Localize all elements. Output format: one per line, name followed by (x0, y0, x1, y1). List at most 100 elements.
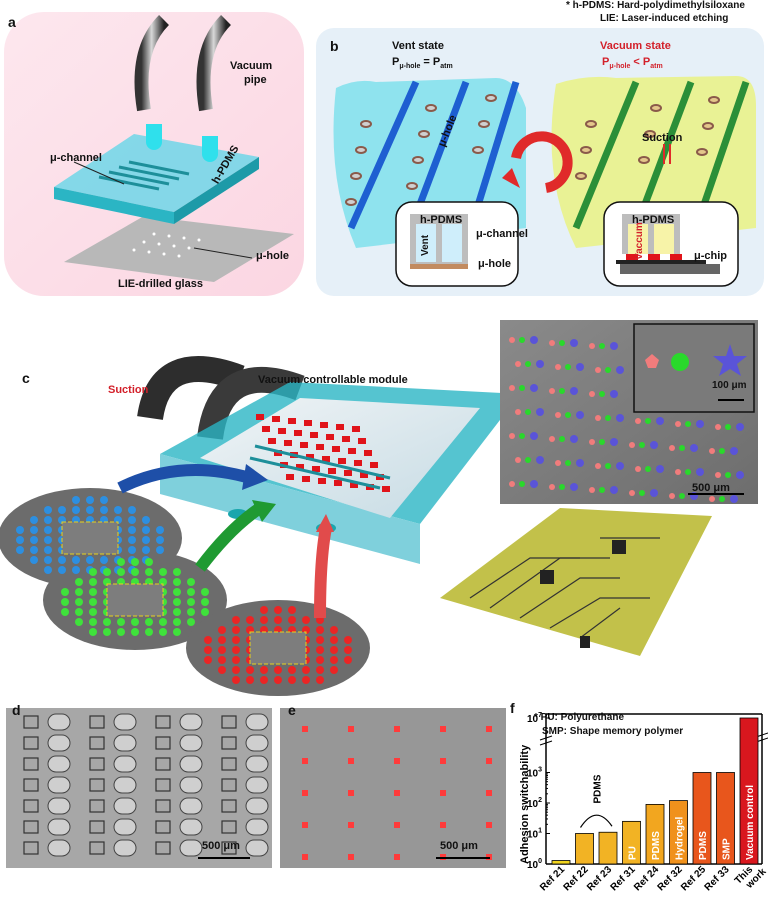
sem-circle (565, 460, 571, 466)
vacuum-state-title: Vacuum state (600, 40, 671, 52)
chip (342, 436, 350, 442)
well (155, 757, 171, 771)
sem-scale-label: 500 μm (692, 482, 730, 494)
chip (358, 438, 366, 444)
sem-pentagon (709, 496, 715, 502)
disc-particle (103, 568, 111, 576)
disc-particle (173, 578, 181, 586)
sem-pentagon (675, 421, 681, 427)
well (23, 715, 39, 729)
pdms-bracket (579, 814, 613, 828)
disc-particle (131, 628, 139, 636)
disc-particle (173, 618, 181, 626)
well (89, 757, 105, 771)
well (89, 778, 105, 792)
sem-circle (519, 385, 525, 391)
disc-particle (100, 506, 108, 514)
sem-circle (519, 433, 525, 439)
sem-circle (565, 364, 571, 370)
inset1-vent: Vent (420, 234, 431, 256)
disc-particle (145, 568, 153, 576)
bar-label: PDMS (651, 831, 662, 860)
chip (306, 454, 314, 460)
y-axis-label: Adhesion switchability (519, 744, 531, 864)
inset1-channel: μ-channel (476, 228, 528, 240)
x-tick-label: Ref 25 (679, 864, 708, 893)
disc-particle (128, 516, 136, 524)
red-chip (302, 822, 308, 828)
disc-particle (72, 556, 80, 564)
vacuum-state-equation: Pμ-hole < Patm (602, 56, 663, 71)
disc-particle (316, 656, 324, 664)
chip (334, 480, 342, 486)
chip (338, 458, 346, 464)
disc-particle (44, 536, 52, 544)
hpdms-legend: * h-PDMS: Hard-polydimethylsiloxane (566, 0, 745, 11)
disc-particle (260, 666, 268, 674)
sem-star (736, 423, 744, 431)
pdms-bracket-label: PDMS (592, 774, 603, 803)
sem-circle (679, 493, 685, 499)
x-tick-label: Ref 24 (632, 864, 661, 893)
x-tick-label: Ref 31 (609, 864, 638, 893)
sem-pentagon (675, 469, 681, 475)
sem-circle (599, 391, 605, 397)
disc-particle (30, 546, 38, 554)
panel-c: c Suction Vacuum controllable module 100… (0, 318, 768, 698)
sem-circle (565, 412, 571, 418)
red-chip (348, 790, 354, 796)
well (89, 715, 105, 729)
well (221, 715, 237, 729)
disc-particle (232, 626, 240, 634)
well (89, 799, 105, 813)
hole-pad (245, 776, 269, 794)
hole-pad (113, 839, 137, 857)
sem-pentagon (509, 481, 515, 487)
disc-particle (344, 656, 352, 664)
hole-pad (245, 755, 269, 773)
disc-particle (344, 636, 352, 644)
disc-particle (44, 506, 52, 514)
b-suction-label: Suction (642, 132, 683, 144)
bar (739, 717, 759, 865)
well (221, 757, 237, 771)
panel-e-scale: 500 μm (440, 840, 478, 852)
y-tick-label: 100 (527, 858, 542, 871)
inset2-title: h-PDMS (632, 214, 675, 226)
sem-star (570, 435, 578, 443)
disc-particle (344, 646, 352, 654)
panel-f-label: f (510, 700, 515, 716)
disc-particle (44, 556, 52, 564)
disc-particle (89, 608, 97, 616)
panel-c-label: c (22, 370, 30, 386)
disc-particle (159, 618, 167, 626)
disc-particle (117, 618, 125, 626)
sem-star (610, 342, 618, 350)
disc-particle (131, 558, 139, 566)
sem-star (530, 384, 538, 392)
sem-star (610, 438, 618, 446)
y-tick-label: 107 (527, 712, 542, 725)
pick-area (61, 521, 119, 555)
panel-b-label: b (330, 38, 339, 54)
x-tick-label: Ref 33 (703, 864, 732, 893)
sem-star (616, 366, 624, 374)
chip (294, 430, 302, 436)
sem-pentagon (555, 460, 561, 466)
disc-particle (89, 598, 97, 606)
panel-f: f * PU: Polyurethane SMP: Shape memory p… (510, 700, 768, 904)
bar-label: Vacuum control (745, 785, 756, 860)
disc-particle (288, 616, 296, 624)
sem-circle (639, 442, 645, 448)
axis-break-left (539, 735, 553, 746)
disc-particle (131, 618, 139, 626)
disc-particle (131, 568, 139, 576)
chip (352, 426, 360, 432)
disc-particle (274, 676, 282, 684)
chip (316, 444, 324, 450)
hole-pad (113, 818, 137, 836)
chip (326, 434, 334, 440)
chip (278, 428, 286, 434)
red-chip (302, 854, 308, 860)
sem-pentagon (629, 442, 635, 448)
